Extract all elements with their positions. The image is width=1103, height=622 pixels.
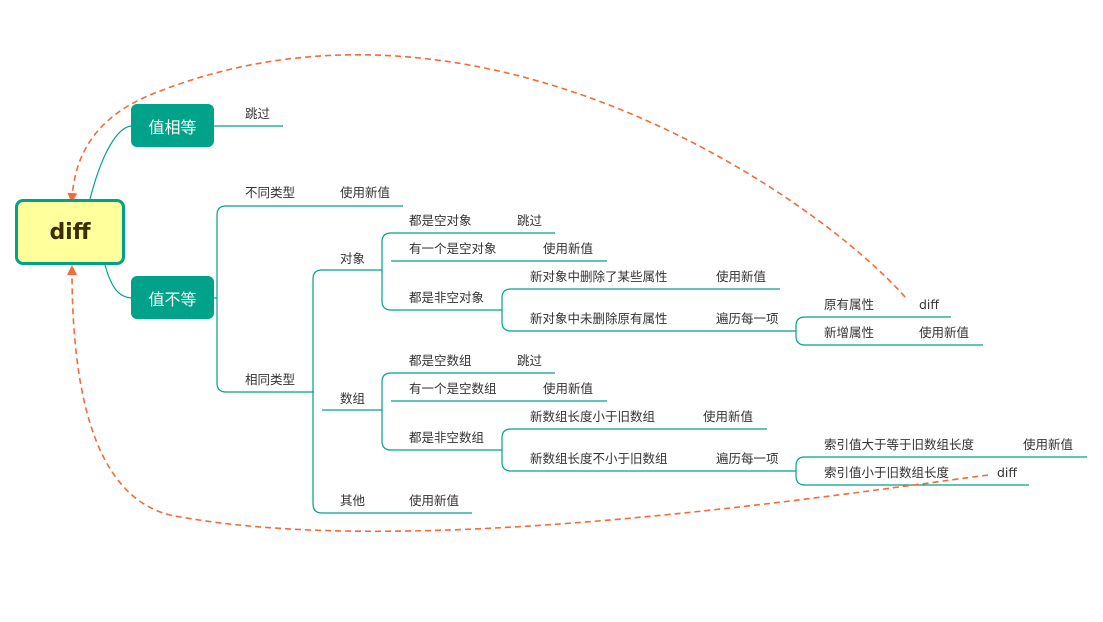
root-node-diff[interactable]: diff (15, 199, 125, 265)
one-empty-object-result[interactable]: 使用新值 (543, 241, 594, 256)
bracket-unequal (216, 205, 227, 393)
topic-value-equal[interactable]: 值相等 (131, 104, 214, 147)
topic-value-unequal[interactable]: 值不等 (131, 276, 214, 319)
node-different-type[interactable]: 不同类型 (245, 185, 296, 200)
node-array[interactable]: 数组 (340, 391, 366, 406)
node-object-not-deleted[interactable]: 新对象中未删除原有属性 (530, 311, 668, 326)
node-one-empty-object[interactable]: 有一个是空对象 (409, 241, 497, 256)
array-iterate-each[interactable]: 遍历每一项 (716, 451, 779, 466)
node-object-deleted-attrs[interactable]: 新对象中删除了某些属性 (530, 269, 668, 284)
node-both-empty-object[interactable]: 都是空对象 (409, 213, 472, 228)
one-empty-array-result[interactable]: 使用新值 (543, 381, 594, 396)
object-iterate-each[interactable]: 遍历每一项 (716, 311, 779, 326)
object-deleted-attrs-result[interactable]: 使用新值 (716, 269, 767, 284)
bracket-iterate-array (795, 456, 806, 486)
both-empty-object-result[interactable]: 跳过 (517, 213, 543, 228)
node-new-attr[interactable]: 新增属性 (824, 325, 875, 340)
link-root-equal (89, 125, 132, 200)
node-both-empty-array[interactable]: 都是空数组 (409, 353, 472, 368)
root-label: diff (49, 219, 91, 245)
node-both-non-empty-object[interactable]: 都是非空对象 (409, 290, 485, 305)
recursion-arrow-array (67, 265, 989, 533)
array-shorter-result[interactable]: 使用新值 (703, 409, 754, 424)
recursion-arrow-object (67, 54, 906, 298)
node-other[interactable]: 其他 (340, 493, 366, 508)
node-index-ge-length[interactable]: 索引值大于等于旧数组长度 (824, 437, 975, 452)
node-object[interactable]: 对象 (340, 251, 366, 266)
bracket-same-type (312, 269, 323, 514)
node-original-attr[interactable]: 原有属性 (824, 297, 875, 312)
node-same-type[interactable]: 相同类型 (245, 372, 296, 387)
bracket-array (381, 372, 392, 451)
bracket-object (381, 232, 392, 311)
bracket-non-empty-object (501, 288, 512, 332)
other-result[interactable]: 使用新值 (409, 493, 460, 508)
both-empty-array-result[interactable]: 跳过 (517, 353, 543, 368)
equal-result-skip[interactable]: 跳过 (245, 106, 271, 121)
bracket-iterate-object (795, 316, 806, 346)
node-array-not-shorter[interactable]: 新数组长度不小于旧数组 (530, 451, 668, 466)
topic-value-unequal-label: 值不等 (148, 289, 197, 309)
topic-value-equal-label: 值相等 (148, 117, 197, 137)
node-one-empty-array[interactable]: 有一个是空数组 (409, 381, 497, 396)
node-index-lt-length[interactable]: 索引值小于旧数组长度 (824, 465, 950, 480)
index-lt-result-diff[interactable]: diff (997, 465, 1018, 480)
index-ge-result[interactable]: 使用新值 (1023, 437, 1074, 452)
link-root-unequal (104, 264, 132, 299)
node-both-non-empty-array[interactable]: 都是非空数组 (409, 430, 485, 445)
node-array-shorter[interactable]: 新数组长度小于旧数组 (530, 409, 656, 424)
bracket-non-empty-array (501, 428, 512, 472)
new-attr-result[interactable]: 使用新值 (919, 325, 970, 340)
different-type-result[interactable]: 使用新值 (340, 185, 391, 200)
original-attr-result-diff[interactable]: diff (919, 297, 940, 312)
